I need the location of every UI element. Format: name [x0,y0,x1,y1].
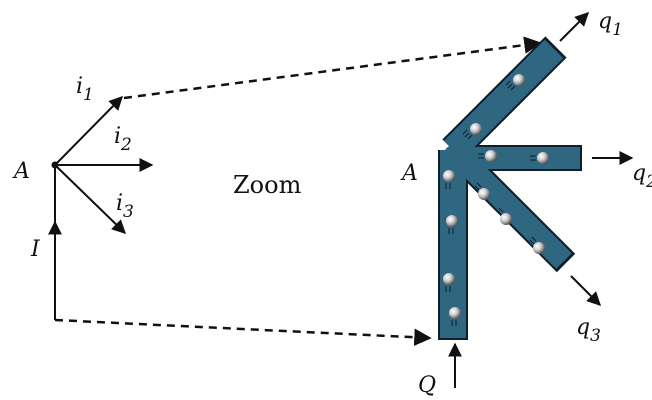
q2-subscript: 2 [645,172,652,192]
i3-letter: i [116,191,123,216]
i3-subscript: 3 [123,202,134,222]
q2-label: q2 [632,161,652,192]
pipe-branch-q1 [443,39,564,160]
particle [474,182,490,200]
left-node-group: A I i1 i2 i3 [12,74,154,320]
i2-subscript: 2 [120,135,132,155]
current-in-label: I [30,237,41,262]
flow-in-label: Q [418,373,436,398]
branch-i3-arrow [54,164,127,234]
particle [530,152,549,164]
i1-subscript: 1 [83,85,94,105]
particle [505,74,525,91]
q3-letter: q [576,315,590,340]
i2-label: i2 [114,124,132,155]
zoom-connector-top [123,36,542,100]
node-right-label: A [400,161,418,186]
pipe-branch-q3 [445,142,572,269]
particle [446,215,458,234]
flow-q1-arrow [559,12,589,42]
q3-subscript: 3 [590,326,601,346]
particles [443,74,549,326]
i1-letter: i [76,74,83,99]
particle [443,170,455,189]
particle [496,207,512,225]
particle [478,150,497,162]
i2-letter: i [114,124,121,149]
flow-q3-arrow [570,275,601,306]
particle [462,123,482,140]
q3-label: q3 [576,315,601,346]
q1-letter: q [598,9,612,34]
i3-label: i3 [116,191,134,222]
pipe-junction: A Q q1 q2 q3 [400,9,652,398]
zoom-connector-bottom [54,318,432,346]
zoom-label: Zoom [233,171,302,199]
node-left-label: A [12,159,30,184]
q1-subscript: 1 [612,20,623,40]
q2-letter: q [632,161,646,186]
branch-i1-arrow [54,96,123,166]
particle [529,236,545,254]
q1-label: q1 [598,9,623,40]
particle [449,307,461,326]
particle [443,273,455,292]
i1-label: i1 [76,74,94,105]
node-dot [51,161,59,169]
